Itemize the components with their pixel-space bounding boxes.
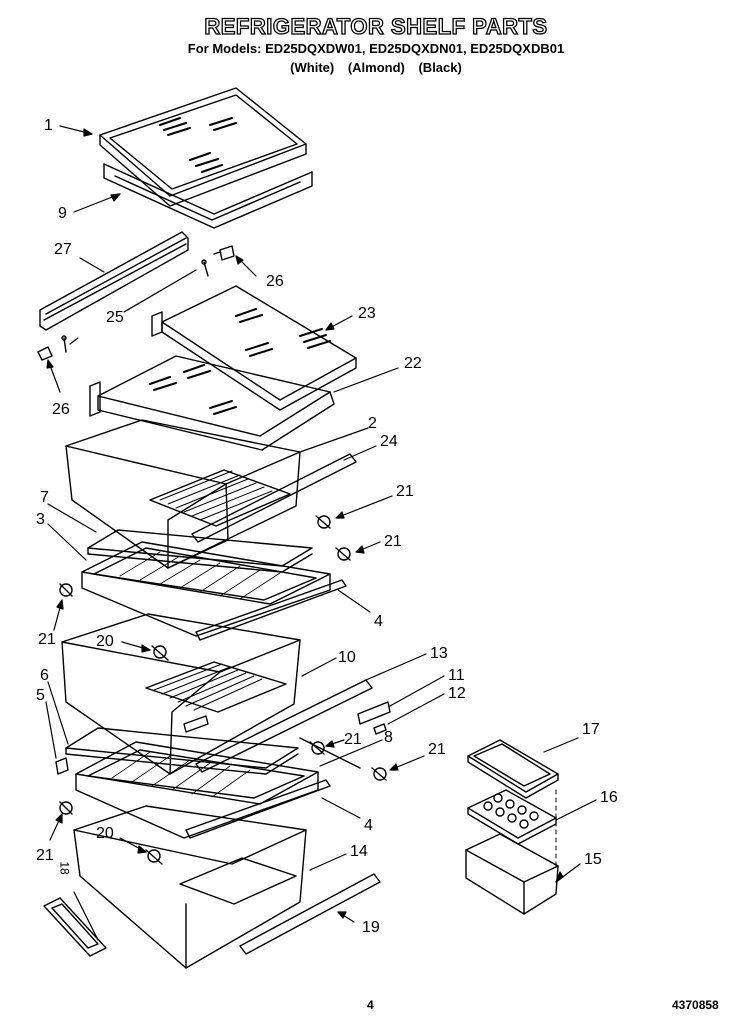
callout-21b: 21: [384, 533, 402, 550]
part-2-crisper-pan: [65, 419, 301, 569]
callout-23: 23: [358, 305, 376, 322]
part-9-shelf-frame: [103, 163, 313, 229]
callout-24: 24: [380, 433, 398, 450]
callout-2: 2: [368, 415, 377, 432]
part-21-cap-4: [309, 741, 325, 755]
part-14-meat-pan: [73, 805, 307, 969]
callout-14: 14: [350, 843, 368, 860]
callout-8: 8: [384, 729, 393, 746]
callout-15: 15: [584, 851, 602, 868]
part-26-screw-top: [213, 245, 235, 261]
part-19-rail: [239, 873, 381, 955]
callout-22: 22: [404, 355, 422, 372]
part-16-egg-tray: [467, 789, 557, 845]
part-27-trim: [39, 231, 189, 331]
part-24-handle: [191, 453, 357, 543]
part-8-bracket: [299, 737, 361, 769]
callout-1: 1: [44, 117, 53, 134]
part-11-latch: [357, 701, 391, 725]
callout-7: 7: [40, 489, 49, 506]
part-23-glass-shelf: [151, 285, 357, 411]
leader-lines: [45, 125, 597, 941]
model-list: For Models: ED25DQXDW01, ED25DQXDN01, ED…: [187, 41, 565, 56]
callout-21e: 21: [428, 741, 446, 758]
callout-21a: 21: [396, 483, 414, 500]
part-20-clip-upper: [151, 645, 169, 661]
callout-11: 11: [448, 667, 465, 684]
part-21-cap-2: [335, 547, 351, 561]
callout-27: 27: [54, 241, 72, 258]
callout-20b: 20: [96, 825, 114, 842]
callout-12: 12: [448, 685, 466, 702]
callout-9: 9: [58, 205, 67, 222]
color-list: (White) (Almond) (Black): [290, 60, 462, 75]
callout-5: 5: [36, 687, 45, 704]
part-3-cover-frame: [81, 541, 331, 637]
callout-21f: 21: [36, 847, 54, 864]
part-22-glass-shelf: [89, 355, 335, 451]
callout-25: 25: [106, 309, 124, 326]
part-4-rail: [195, 579, 347, 641]
callout-26b: 26: [52, 401, 70, 418]
callout-10: 10: [338, 649, 356, 666]
callout-18: 18: [57, 861, 72, 875]
callout-17: 17: [582, 721, 600, 738]
callout-4b: 4: [364, 817, 373, 834]
part-4-rail-lower: [185, 779, 331, 839]
part-1-glass-shelf: [99, 87, 307, 207]
part-17-cover: [467, 739, 559, 799]
callout-6: 6: [40, 667, 49, 684]
part-13-handle: [195, 679, 373, 773]
callout-19: 19: [362, 919, 380, 936]
part-6-crisper-cover: [65, 727, 299, 775]
callout-21d: 21: [344, 731, 362, 748]
callout-13: 13: [430, 645, 448, 662]
callout-21c: 21: [38, 631, 56, 648]
part-25-pin-top: [201, 259, 209, 277]
lower-cover-frame: [75, 741, 319, 839]
part-21-cap-5: [371, 767, 387, 781]
page-number: 4: [367, 998, 374, 1012]
part-12-spring: [373, 723, 387, 735]
callout-26a: 26: [266, 273, 284, 290]
part-20-clip-lower: [145, 849, 163, 865]
callout-4a: 4: [374, 613, 383, 630]
part-5-slide: [55, 757, 69, 775]
callout-20a: 20: [96, 633, 114, 650]
part-18-label: [43, 897, 107, 957]
part-25-pin-left: [61, 335, 67, 353]
callout-16: 16: [600, 789, 618, 806]
page-title: REFRIGERATOR SHELF PARTS: [204, 13, 548, 39]
document-code: 4370858: [672, 998, 719, 1012]
part-26-screw-left: [37, 346, 53, 361]
part-15-bin: [465, 833, 559, 915]
callout-3: 3: [36, 511, 45, 528]
part-21-cap-6: [59, 801, 73, 815]
part-21-cap-1: [315, 515, 331, 529]
part-21-cap-3: [59, 583, 73, 597]
